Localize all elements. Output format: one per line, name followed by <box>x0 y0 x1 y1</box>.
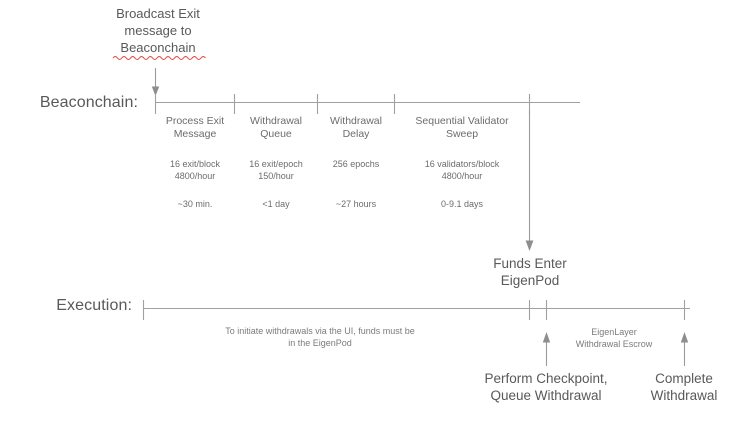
segment-title-line1: Process Exit <box>165 115 225 127</box>
segment-title-line2: Message <box>173 128 217 140</box>
segment-sequential-validator-sweep: Sequential Validator Sweep 16 validators… <box>393 115 531 210</box>
broadcast-exit-note-line2: message to <box>124 23 192 38</box>
segment-rate-line1: 16 exit/block <box>169 159 221 169</box>
segment-rate-line2: 150/hour <box>258 171 294 181</box>
complete-withdrawal-label: Complete Withdrawal <box>624 370 738 404</box>
row-label-execution: Execution: <box>56 297 132 314</box>
segment-withdrawal-queue: Withdrawal Queue 16 exit/epoch 150/hour … <box>226 115 326 210</box>
funds-enter-line2: EigenPod <box>500 273 560 288</box>
spellcheck-squiggle-icon <box>112 55 206 61</box>
execution-caption-line1: To initiate withdrawals via the UI, fund… <box>225 326 415 336</box>
funds-enter-eigenpod-label: Funds Enter EigenPod <box>455 255 605 289</box>
complete-withdrawal-line2: Withdrawal <box>650 388 718 403</box>
segment-duration: <1 day <box>262 199 290 209</box>
segment-duration: ~27 hours <box>335 199 377 209</box>
complete-withdrawal-arrow <box>680 332 689 366</box>
execution-caption: To initiate withdrawals via the UI, fund… <box>180 325 460 349</box>
escrow-note-line2: Withdrawal Escrow <box>575 339 653 349</box>
segment-rate-line1: 256 epochs <box>332 159 380 169</box>
perform-checkpoint-label: Perform Checkpoint, Queue Withdrawal <box>456 370 636 404</box>
perform-checkpoint-arrow <box>542 332 551 366</box>
segment-title-line1: Withdrawal <box>330 115 382 127</box>
funds-enter-line1: Funds Enter <box>493 256 567 271</box>
complete-withdrawal-line1: Complete <box>655 371 713 386</box>
execution-axis <box>142 300 690 320</box>
broadcast-exit-note: Broadcast Exit message to Beaconchain <box>88 5 228 56</box>
broadcast-exit-note-line3: Beaconchain <box>120 40 196 55</box>
segment-duration: 0-9.1 days <box>440 199 484 209</box>
broadcast-exit-arrow <box>151 68 160 96</box>
segment-title-line1: Sequential Validator <box>415 115 509 127</box>
funds-enter-arrow <box>525 110 534 251</box>
execution-caption-line2: in the EigenPod <box>288 338 352 348</box>
row-label-beaconchain: Beaconchain: <box>39 94 138 111</box>
segment-title-line2: Queue <box>260 128 292 140</box>
segment-process-exit-message: Process Exit Message 16 exit/block 4800/… <box>145 115 245 210</box>
segment-rate-line2 <box>306 170 406 182</box>
segment-withdrawal-delay: Withdrawal Delay 256 epochs ~27 hours <box>306 115 406 210</box>
segment-rate-line1: 16 validators/block <box>424 159 500 169</box>
segment-rate-line2: 4800/hour <box>174 171 216 181</box>
segment-duration: ~30 min. <box>177 199 213 209</box>
segment-title-line2: Sweep <box>445 128 479 140</box>
perform-checkpoint-line2: Queue Withdrawal <box>490 388 602 403</box>
segment-rate-line2: 4800/hour <box>441 171 483 181</box>
broadcast-exit-note-line1: Broadcast Exit <box>116 6 200 21</box>
perform-checkpoint-line1: Perform Checkpoint, <box>484 371 608 386</box>
eigenlayer-withdrawal-escrow-note: EigenLayer Withdrawal Escrow <box>554 326 674 350</box>
segment-rate-line1: 16 exit/epoch <box>249 159 303 169</box>
escrow-note-line1: EigenLayer <box>591 327 637 337</box>
beaconchain-axis <box>154 94 580 114</box>
segment-title-line2: Delay <box>342 128 370 140</box>
segment-title-line1: Withdrawal <box>250 115 302 127</box>
